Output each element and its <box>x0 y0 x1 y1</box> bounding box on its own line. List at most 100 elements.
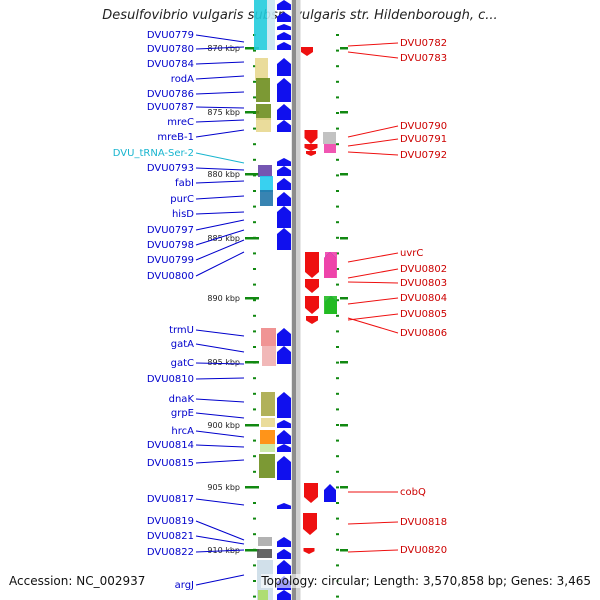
gene-label[interactable]: DVU_tRNA-Ser-2 <box>113 148 194 159</box>
gene-arrow-forward[interactable] <box>277 42 291 50</box>
kbp-tick <box>340 424 348 427</box>
gene-arrow-forward[interactable] <box>277 420 291 428</box>
gene-label[interactable]: DVU0784 <box>147 59 194 70</box>
gene-arrow-reverse[interactable] <box>303 548 315 554</box>
gene-label[interactable]: DVU0802 <box>400 264 447 275</box>
gene-label[interactable]: purC <box>170 194 194 205</box>
gene-label[interactable]: DVU0792 <box>400 150 447 161</box>
gene-arrow-forward[interactable] <box>277 58 291 76</box>
gene-label[interactable]: cobQ <box>400 487 426 498</box>
gene-arrow-forward[interactable] <box>324 484 336 502</box>
gene-arrow-reverse[interactable] <box>301 47 313 56</box>
gene-label[interactable]: DVU0793 <box>147 163 194 174</box>
tick-mark <box>336 299 339 302</box>
gene-arrow-reverse[interactable] <box>304 130 318 144</box>
gene-arrow-forward[interactable] <box>277 32 291 40</box>
gene-label[interactable]: DVU0798 <box>147 240 194 251</box>
gene-label[interactable]: DVU0819 <box>147 516 194 527</box>
gene-label[interactable]: DVU0817 <box>147 494 194 505</box>
gene-arrow-forward[interactable] <box>277 24 291 30</box>
gene-label[interactable]: argJ <box>175 580 194 591</box>
gene-arrow-forward[interactable] <box>277 120 291 132</box>
gene-label[interactable]: gatA <box>171 339 194 350</box>
gene-arrow-reverse[interactable] <box>306 151 316 156</box>
gene-label[interactable]: DVU0804 <box>400 293 447 304</box>
gene-label[interactable]: trmU <box>169 325 194 336</box>
gene-label[interactable]: DVU0814 <box>147 440 194 451</box>
gene-arrow-forward[interactable] <box>277 560 291 574</box>
gene-label[interactable]: hisD <box>172 209 194 220</box>
gene-arrow-forward[interactable] <box>277 178 291 190</box>
gene-label[interactable]: hrcA <box>171 426 194 437</box>
gene-label[interactable]: DVU0779 <box>147 30 194 41</box>
gene-label[interactable]: mreB-1 <box>157 132 194 143</box>
gene-arrow-reverse[interactable] <box>305 296 319 314</box>
feature-block <box>260 430 275 444</box>
gene-arrow-reverse[interactable] <box>304 483 318 503</box>
gene-arrow-forward[interactable] <box>277 549 291 559</box>
gene-arrow-forward[interactable] <box>277 158 291 166</box>
gene-label[interactable]: DVU0791 <box>400 134 447 145</box>
gene-arrow-forward[interactable] <box>277 430 291 444</box>
gene-label[interactable]: DVU0787 <box>147 102 194 113</box>
gene-arrow-forward[interactable] <box>324 252 336 278</box>
gene-arrow-forward[interactable] <box>277 537 291 547</box>
gene-label[interactable]: mreC <box>167 117 194 128</box>
gene-label[interactable]: DVU0799 <box>147 255 194 266</box>
gene-label[interactable]: DVU0797 <box>147 225 194 236</box>
gene-label[interactable]: rodA <box>171 74 194 85</box>
gene-arrow-forward[interactable] <box>277 346 291 364</box>
gene-label[interactable]: DVU0790 <box>400 121 447 132</box>
gene-label[interactable]: dnaK <box>169 394 195 405</box>
gene-label[interactable]: DVU0783 <box>400 53 447 64</box>
gene-arrow-forward[interactable] <box>277 456 291 480</box>
gene-arrow-forward[interactable] <box>277 166 291 176</box>
gene-label[interactable]: DVU0800 <box>147 271 194 282</box>
gene-arrow-forward[interactable] <box>277 328 291 346</box>
gene-label[interactable]: DVU0810 <box>147 374 194 385</box>
gene-arrow-forward[interactable] <box>277 78 291 102</box>
gene-arrow-forward[interactable] <box>277 12 291 22</box>
gene-arrow-forward[interactable] <box>277 590 291 600</box>
gene-label[interactable]: fabI <box>175 178 194 189</box>
tick-mark <box>336 65 339 68</box>
tick-mark <box>253 158 256 161</box>
gene-arrow-reverse[interactable] <box>306 316 318 324</box>
gene-arrow-reverse[interactable] <box>305 279 319 293</box>
gene-label[interactable]: DVU0815 <box>147 458 194 469</box>
gene-arrow-forward[interactable] <box>277 0 291 10</box>
gene-arrow-forward[interactable] <box>277 392 291 418</box>
gene-label[interactable]: grpE <box>171 408 194 419</box>
reverse-strand-genes[interactable] <box>301 47 337 554</box>
gene-label[interactable]: DVU0782 <box>400 38 447 49</box>
tick-mark <box>336 314 339 317</box>
gene-label[interactable]: uvrC <box>400 248 423 259</box>
gene-arrow-reverse[interactable] <box>304 144 318 151</box>
gene-arrow-reverse[interactable] <box>303 513 317 535</box>
gene-arrow-forward[interactable] <box>277 104 291 120</box>
gene-label[interactable]: DVU0780 <box>147 44 194 55</box>
left-leader-line <box>195 34 245 43</box>
gene-arrow-forward[interactable] <box>277 206 291 228</box>
gene-arrow-forward[interactable] <box>277 192 291 206</box>
gene-label[interactable]: DVU0805 <box>400 309 447 320</box>
gene-label[interactable]: gatC <box>171 358 194 369</box>
gene-label[interactable]: DVU0822 <box>147 547 194 558</box>
gene-label[interactable]: DVU0786 <box>147 89 194 100</box>
gene-label[interactable]: DVU0803 <box>400 278 447 289</box>
gene-arrow-forward[interactable] <box>325 296 337 314</box>
gene-arrow-forward[interactable] <box>277 444 291 452</box>
kbp-tick <box>245 424 259 427</box>
gene-label[interactable]: DVU0818 <box>400 517 447 528</box>
gene-arrow-forward[interactable] <box>277 503 291 509</box>
gene-label[interactable]: DVU0821 <box>147 531 194 542</box>
gene-arrow-forward[interactable] <box>277 228 291 250</box>
tick-mark <box>253 190 256 192</box>
gene-label[interactable]: DVU0820 <box>400 545 447 556</box>
gene-label[interactable]: DVU0806 <box>400 328 447 339</box>
tick-mark <box>336 408 339 411</box>
gene-arrow-reverse[interactable] <box>305 252 319 278</box>
